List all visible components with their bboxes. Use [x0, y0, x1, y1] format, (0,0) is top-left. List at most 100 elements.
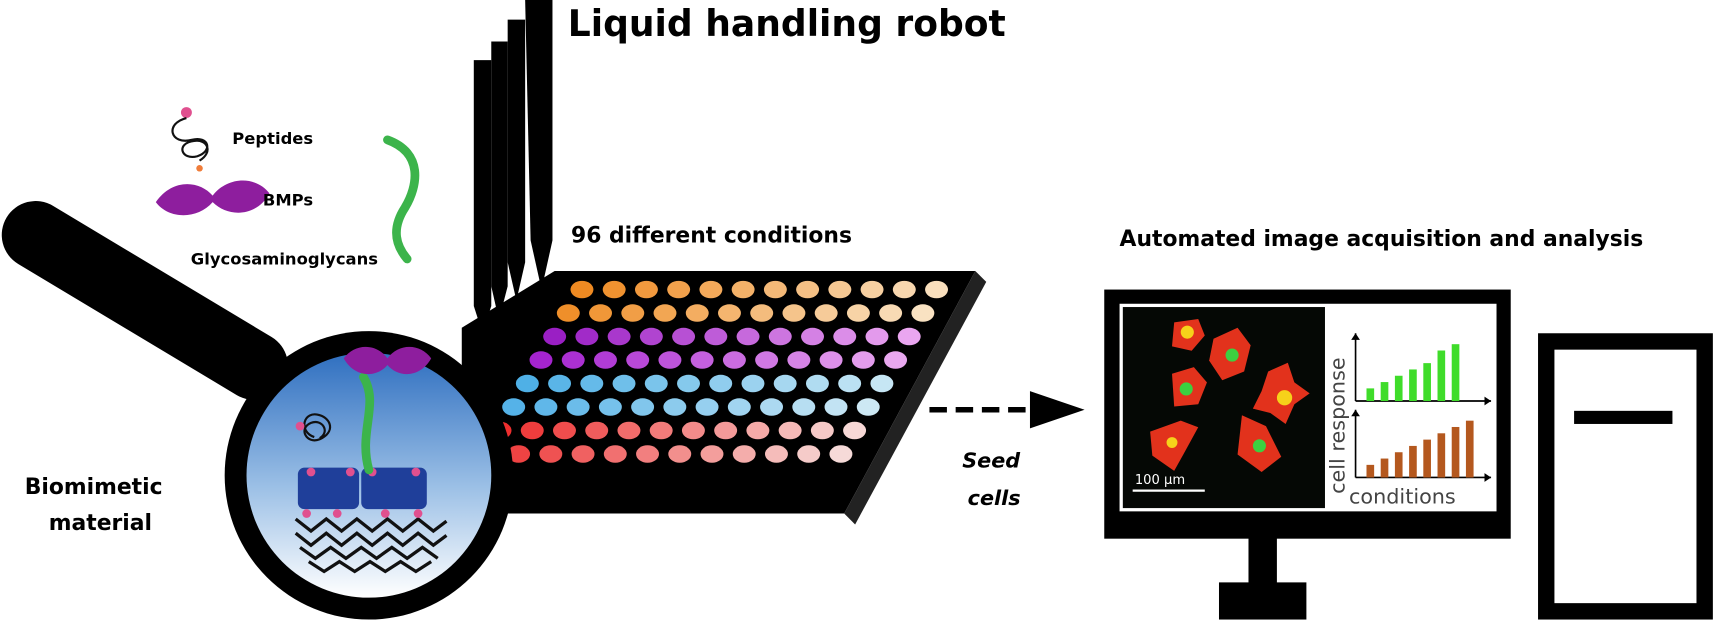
well: [829, 445, 853, 463]
chart-ylabel: cell response: [1326, 357, 1350, 494]
chart-y-arrow: [1351, 333, 1360, 340]
chart-bar: [1394, 452, 1403, 478]
well: [685, 304, 709, 322]
well: [732, 445, 756, 463]
well: [667, 280, 691, 299]
well: [589, 304, 613, 322]
well: [543, 327, 567, 346]
well: [644, 374, 668, 393]
chart-bar: [1437, 350, 1446, 402]
seed-label-line2: cells: [968, 486, 1021, 510]
well: [548, 374, 572, 393]
well: [639, 327, 663, 346]
seed-cells-arrow: [929, 391, 1085, 429]
chart-y-arrow: [1351, 409, 1360, 417]
well: [911, 304, 935, 322]
well: [736, 327, 760, 346]
well: [598, 398, 622, 416]
well: [718, 304, 741, 322]
scale-bar-label: 100 µm: [1135, 473, 1185, 488]
well: [792, 398, 816, 416]
well: [529, 351, 553, 369]
well: [865, 327, 889, 346]
bmp-icon: [155, 180, 270, 216]
well: [892, 280, 916, 299]
chart-bar: [1380, 458, 1389, 478]
well: [778, 421, 802, 440]
well: [570, 280, 594, 299]
well: [617, 421, 641, 440]
well: [602, 280, 626, 299]
seed-label-line1: Seed: [962, 449, 1021, 473]
well: [631, 398, 655, 416]
well: [520, 421, 544, 440]
well: [727, 398, 751, 416]
well: [539, 445, 563, 463]
well: [755, 351, 779, 369]
well: [690, 351, 714, 369]
chart-bar: [1409, 369, 1417, 402]
biomimetic-label-line1: Biomimetic: [25, 475, 163, 500]
well: [571, 445, 595, 463]
well: [507, 445, 531, 463]
chart-bar: [1465, 420, 1474, 478]
well: [824, 398, 848, 416]
well: [838, 374, 862, 393]
computer-tower-icon: [1538, 333, 1713, 620]
well: [796, 280, 820, 299]
bmps-label: BMPs: [263, 190, 313, 209]
well: [860, 280, 884, 299]
well: [603, 445, 627, 463]
well: [681, 421, 705, 440]
well: [566, 398, 590, 416]
well: [884, 351, 908, 369]
well: [672, 327, 696, 346]
robot-title: Liquid handling robot: [568, 3, 1006, 45]
biomimetic-material-illustration: [294, 346, 448, 574]
chart-bar: [1437, 433, 1446, 478]
well: [764, 445, 788, 463]
well: [561, 351, 585, 369]
well: [897, 327, 921, 346]
well: [746, 421, 770, 440]
cells-image: [1150, 319, 1310, 473]
pipette-tips-icon: [473, 0, 553, 334]
well: [731, 280, 755, 299]
well: [814, 304, 838, 322]
well: [925, 280, 949, 299]
monitor-icon: [1218, 535, 1307, 620]
well: [714, 421, 738, 440]
analysis-label: Automated image acquisition and analysis: [1120, 227, 1644, 252]
well: [621, 304, 645, 322]
well: [534, 398, 558, 416]
glycosaminoglycans-label: Glycosaminoglycans: [191, 249, 378, 268]
well: [801, 327, 824, 346]
chart-x-arrow: [1484, 473, 1492, 482]
well: [846, 304, 870, 322]
chart-x-arrow: [1484, 396, 1492, 406]
well: [704, 327, 728, 346]
well-plate: [461, 270, 987, 525]
chart-bar: [1394, 375, 1403, 402]
chart-bar: [1423, 439, 1431, 478]
well: [556, 304, 580, 322]
well: [626, 351, 650, 369]
gag-icon: [383, 135, 420, 264]
well: [843, 421, 867, 440]
well: [653, 304, 677, 322]
well: [741, 374, 765, 393]
well: [828, 280, 852, 299]
well: [833, 327, 857, 346]
well: [636, 445, 659, 463]
mini-charts: [1351, 333, 1492, 482]
well: [593, 351, 617, 369]
well: [797, 445, 821, 463]
well: [870, 374, 894, 393]
well: [700, 445, 724, 463]
well: [722, 351, 746, 369]
chart-bar: [1366, 464, 1375, 478]
well: [763, 280, 787, 299]
well: [810, 421, 834, 440]
well: [699, 280, 723, 299]
well: [649, 421, 673, 440]
